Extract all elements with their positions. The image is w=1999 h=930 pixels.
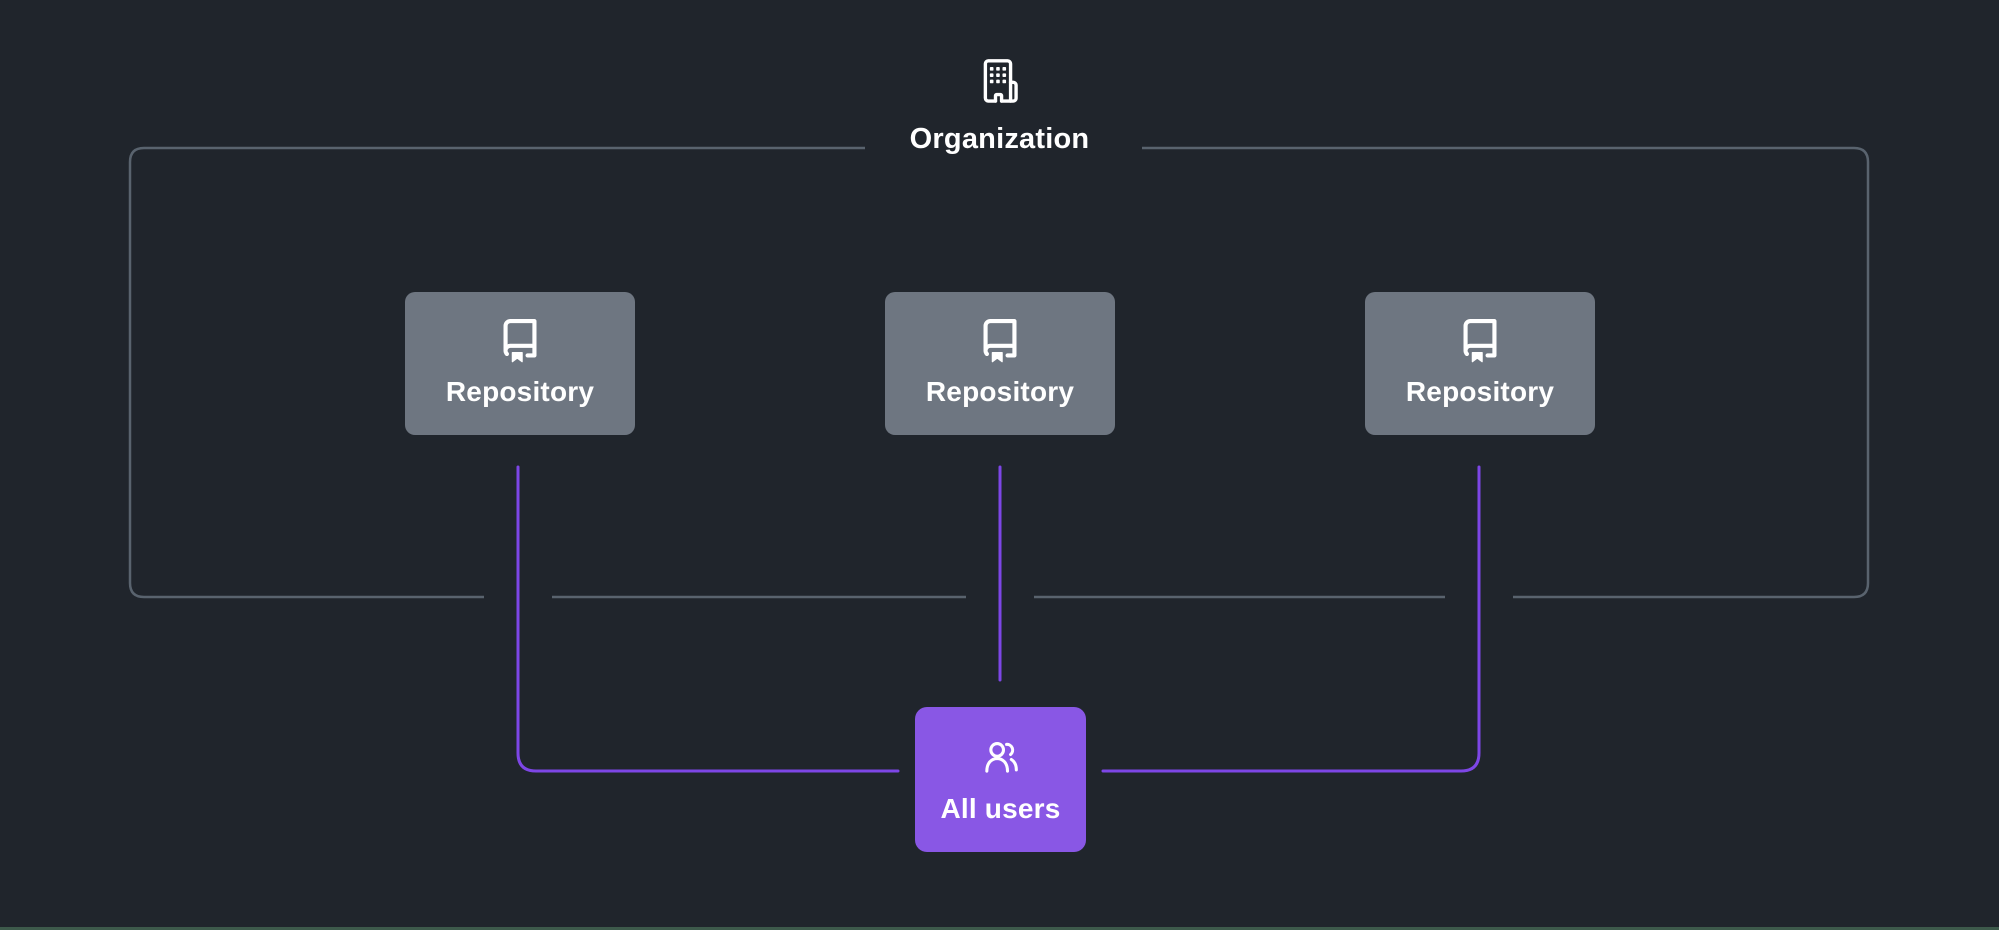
all-users-node: All users: [915, 707, 1086, 852]
bottom-divider: [0, 927, 1999, 930]
connector-right: [1101, 465, 1481, 773]
repository-label: Repository: [1405, 376, 1555, 407]
repo-book-icon: [1458, 319, 1502, 363]
connector-left: [516, 465, 900, 773]
repository-node-middle: Repository: [885, 292, 1115, 435]
repository-label: Repository: [445, 376, 595, 407]
all-users-label: All users: [940, 793, 1061, 824]
repository-label: Repository: [925, 376, 1075, 407]
people-icon: [978, 734, 1024, 780]
repo-book-icon: [498, 319, 542, 363]
repository-node-right: Repository: [1365, 292, 1595, 435]
repository-node-left: Repository: [405, 292, 635, 435]
repo-book-icon: [978, 319, 1022, 363]
